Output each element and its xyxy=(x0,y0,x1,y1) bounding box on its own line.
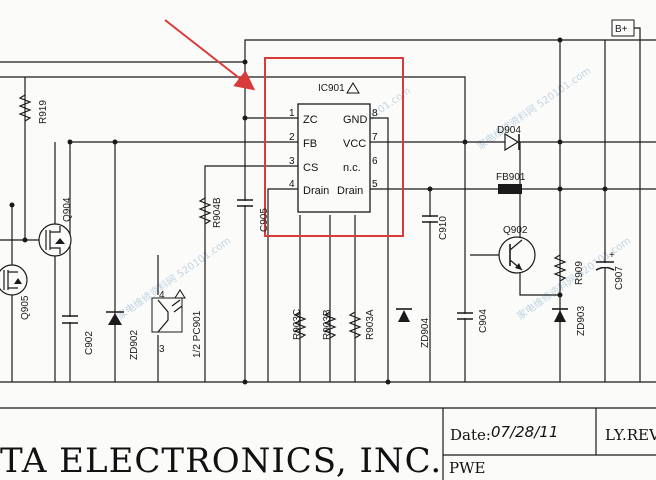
date-value: 07/28/11 xyxy=(491,423,558,441)
ic-pin-num: 2 xyxy=(289,132,295,143)
company-name: TA ELECTRONICS, INC. xyxy=(0,441,442,480)
warning-icon xyxy=(174,289,186,299)
c905: C905 xyxy=(237,199,270,232)
component-label: C910 xyxy=(438,216,449,240)
junctions xyxy=(9,37,608,385)
component-label: 1/2 PC901 xyxy=(192,310,203,358)
component-label: ZD904 xyxy=(420,318,431,348)
c904: C904 xyxy=(457,309,489,333)
r903a: R903A xyxy=(348,309,376,340)
zd903: ZD903 xyxy=(552,306,587,336)
component-label: R904B xyxy=(212,197,223,228)
ic-pin-num: 6 xyxy=(372,156,378,167)
ic-pin-name: FB xyxy=(303,138,317,150)
component-label: R903C xyxy=(292,309,303,340)
component-pin: 4 xyxy=(159,290,165,301)
ic-ref-label: IC901 xyxy=(318,83,345,94)
highlight-box xyxy=(264,57,404,237)
component-label: C902 xyxy=(84,331,95,355)
plus-icon: + xyxy=(609,250,615,261)
component-label: ZD903 xyxy=(576,306,587,336)
c902: C902 xyxy=(62,315,95,355)
q904: Q904 xyxy=(38,197,73,257)
wires xyxy=(0,27,656,383)
ic-pin-num: 5 xyxy=(372,179,378,190)
q902: Q902 xyxy=(498,225,536,274)
component-label: D904 xyxy=(497,125,521,136)
zd904: ZD904 xyxy=(396,308,431,348)
q905: Q905 xyxy=(0,264,31,320)
component-label: Q902 xyxy=(503,225,528,236)
r904b: R904B xyxy=(198,197,223,228)
component-label: R909 xyxy=(574,261,585,285)
ic-pin-name: n.c. xyxy=(343,162,361,174)
component-pin: 3 xyxy=(159,344,165,355)
pc901: 4 3 1/2 PC901 xyxy=(151,289,203,358)
ic-pin-num: 3 xyxy=(289,156,295,167)
r909: R909 xyxy=(553,254,585,285)
component-label: R919 xyxy=(38,100,49,124)
ic-pin-name: VCC xyxy=(343,138,366,150)
bplus-connector: B+ xyxy=(611,19,635,37)
ic-pin-name: CS xyxy=(303,162,318,174)
d904: D904 xyxy=(497,125,521,152)
title-block: TA ELECTRONICS, INC. Date: 07/28/11 LY.R… xyxy=(0,407,656,480)
ic-pin-name: ZC xyxy=(303,114,318,126)
ic-pin-name: Drain xyxy=(337,185,363,197)
ic-pin-num: 7 xyxy=(372,132,378,143)
arrow-icon xyxy=(164,19,256,91)
pwe-label: PWE xyxy=(449,459,485,477)
revision-label: LY.REV xyxy=(605,426,656,444)
fb901: FB901 xyxy=(496,172,526,194)
date-label: Date: xyxy=(450,426,491,444)
component-label: R903A xyxy=(365,309,376,340)
c910: C910 xyxy=(422,215,449,240)
ic-pin-name: GND xyxy=(343,114,368,126)
ic-pin-num: 1 xyxy=(289,108,295,119)
ic901: IC901 1 ZC 2 FB 3 CS 4 Drain 8 GND 7 VCC… xyxy=(289,82,378,213)
component-label: C905 xyxy=(259,208,270,232)
r903c: R903C xyxy=(292,309,307,340)
component-label: Q904 xyxy=(62,197,73,222)
ic-pin-name: Drain xyxy=(303,185,329,197)
component-label: Q905 xyxy=(20,295,31,320)
r903b: R903B xyxy=(322,309,337,340)
component-label: C907 xyxy=(614,266,625,290)
watermarks: 家电维修资料网 520101.com 家电维修资料网 520101.com 家电… xyxy=(114,64,633,323)
warning-icon xyxy=(346,82,360,94)
component-label: FB901 xyxy=(496,172,526,183)
component-label: C904 xyxy=(478,309,489,333)
c907: + C907 xyxy=(595,250,625,290)
component-label: R903B xyxy=(322,309,333,340)
ic-pin-num: 4 xyxy=(289,179,295,190)
ic-pin-num: 8 xyxy=(372,108,378,119)
watermark-text: 家电维修资料网 520101.com xyxy=(474,64,593,153)
component-label: ZD902 xyxy=(129,330,140,360)
zd902: ZD902 xyxy=(106,311,140,360)
component-label: B+ xyxy=(615,24,628,35)
r919: R919 xyxy=(18,94,49,124)
